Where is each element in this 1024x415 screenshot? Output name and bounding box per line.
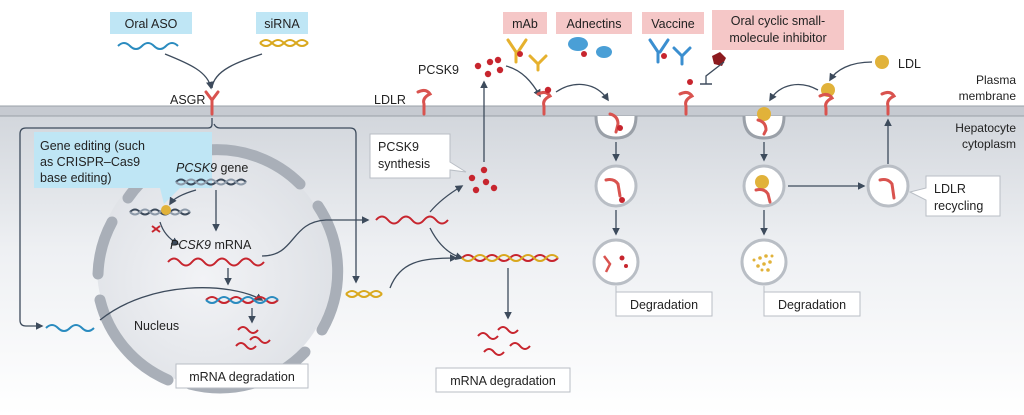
- lysosome-ldl: [740, 238, 788, 286]
- cytoplasmic-mrna: [375, 215, 449, 225]
- pcsk9-protein-cluster-cytoplasm: [468, 166, 498, 194]
- oral-aso-box: Oral ASO: [110, 12, 192, 34]
- plasma-membrane-line1: Plasma: [976, 73, 1016, 87]
- vaccine-antibody-icon: [648, 38, 692, 66]
- mrna-degradation-nucleus-label: mRNA degradation: [189, 370, 295, 384]
- sirna-duplex: [259, 39, 309, 47]
- ldl-particle-free: [875, 55, 889, 69]
- ldlr-recycling-line1: LDLR: [934, 182, 966, 196]
- aso-strand: [117, 42, 179, 50]
- small-molecule-inhibitor-icon: [712, 52, 726, 66]
- mab-antibody-icon: [506, 38, 548, 72]
- adnectins-box: Adnectins: [556, 12, 632, 34]
- oral-inhibitor-line1: Oral cyclic small-: [731, 14, 825, 28]
- oral-inhibitor-box: Oral cyclic small- molecule inhibitor: [712, 10, 844, 50]
- mrna-sirna-complex: [461, 254, 559, 262]
- recycling-endosome: [866, 164, 910, 208]
- pcsk9-label: PCSK9: [418, 63, 459, 77]
- base-editor-icon: [161, 205, 171, 215]
- synthesis-line1: PCSK9: [378, 140, 419, 154]
- pcsk9-gene-dna: [175, 178, 247, 186]
- ldlr-ldl-surface: [818, 83, 835, 116]
- degraded-mrna-cytoplasm: [477, 326, 531, 356]
- endocytosis-pit-pcsk9: [594, 112, 638, 140]
- ldlr-receptor-inhibited: [678, 90, 695, 116]
- sirna-in-cytoplasm: [345, 290, 383, 298]
- pcsk9-protein-cluster-extracellular: [474, 56, 504, 78]
- sirna-box: siRNA: [256, 12, 308, 34]
- oral-aso-label: Oral ASO: [125, 17, 178, 31]
- mrna-aso-duplex: [205, 296, 279, 304]
- ldlr-recycling-callout: LDLR recycling: [908, 175, 1001, 217]
- ldlr-receptor-recycled: [880, 90, 897, 116]
- endosome-pcsk9: [594, 164, 638, 208]
- degradation-1-label: Degradation: [630, 298, 698, 312]
- hepatocyte-line1: Hepatocyte: [955, 121, 1016, 135]
- plasma-membrane: [0, 106, 1024, 116]
- gene-editing-line3: base editing): [40, 171, 112, 185]
- mrna-degradation-cytoplasm-label: mRNA degradation: [450, 374, 556, 388]
- mrna-degradation-box-cytoplasm: mRNA degradation: [435, 367, 571, 393]
- adnectin-icon: [568, 37, 612, 58]
- gene-editing-line2: as CRISPR–Cas9: [40, 155, 140, 169]
- pcsk9-gene-label: PCSK9 gene: [176, 161, 248, 175]
- pcsk9-synthesis-callout: PCSK9 synthesis: [369, 133, 467, 179]
- plasma-membrane-line2: membrane: [959, 89, 1017, 103]
- degradation-2-label: Degradation: [778, 298, 846, 312]
- endocytosis-pit-ldl: [742, 107, 786, 140]
- degraded-mrna-nucleus: [235, 326, 271, 350]
- mrna-degradation-box-nucleus: mRNA degradation: [175, 363, 309, 389]
- aso-in-cytoplasm: [45, 324, 95, 332]
- nucleus-label: Nucleus: [134, 319, 179, 333]
- hepatocyte-line2: cytoplasm: [962, 137, 1016, 151]
- oral-inhibitor-line2: molecule inhibitor: [729, 31, 826, 45]
- ldlr-recycling-line2: recycling: [934, 199, 983, 213]
- adnectins-label: Adnectins: [567, 17, 622, 31]
- sirna-label: siRNA: [264, 17, 300, 31]
- gene-editing-callout: Gene editing (such as CRISPR–Cas9 base e…: [34, 132, 212, 204]
- mab-label: mAb: [512, 17, 538, 31]
- mab-box: mAb: [503, 12, 547, 34]
- ldlr-label: LDLR: [374, 93, 406, 107]
- pcsk9-mrna-label: PCSK9 mRNA: [170, 238, 252, 252]
- cut-mark-icon: [151, 225, 161, 233]
- endosome-ldl: [742, 164, 786, 208]
- vaccine-box: Vaccine: [642, 12, 704, 34]
- lysosome-pcsk9: [592, 238, 640, 286]
- vaccine-label: Vaccine: [651, 17, 695, 31]
- degradation-box-2: Degradation: [763, 291, 861, 317]
- ldlr-pcsk9-surface: [536, 86, 553, 116]
- gene-editing-line1: Gene editing (such: [40, 139, 145, 153]
- pcsk9-mrna: [167, 257, 265, 267]
- asgr-label: ASGR: [170, 93, 205, 107]
- edited-dna: [129, 208, 191, 216]
- degradation-box-1: Degradation: [615, 291, 713, 317]
- asgr-receptor: [204, 90, 220, 116]
- ldl-label: LDL: [898, 57, 921, 71]
- ldlr-receptor-left: [416, 88, 433, 116]
- synthesis-line2: synthesis: [378, 157, 430, 171]
